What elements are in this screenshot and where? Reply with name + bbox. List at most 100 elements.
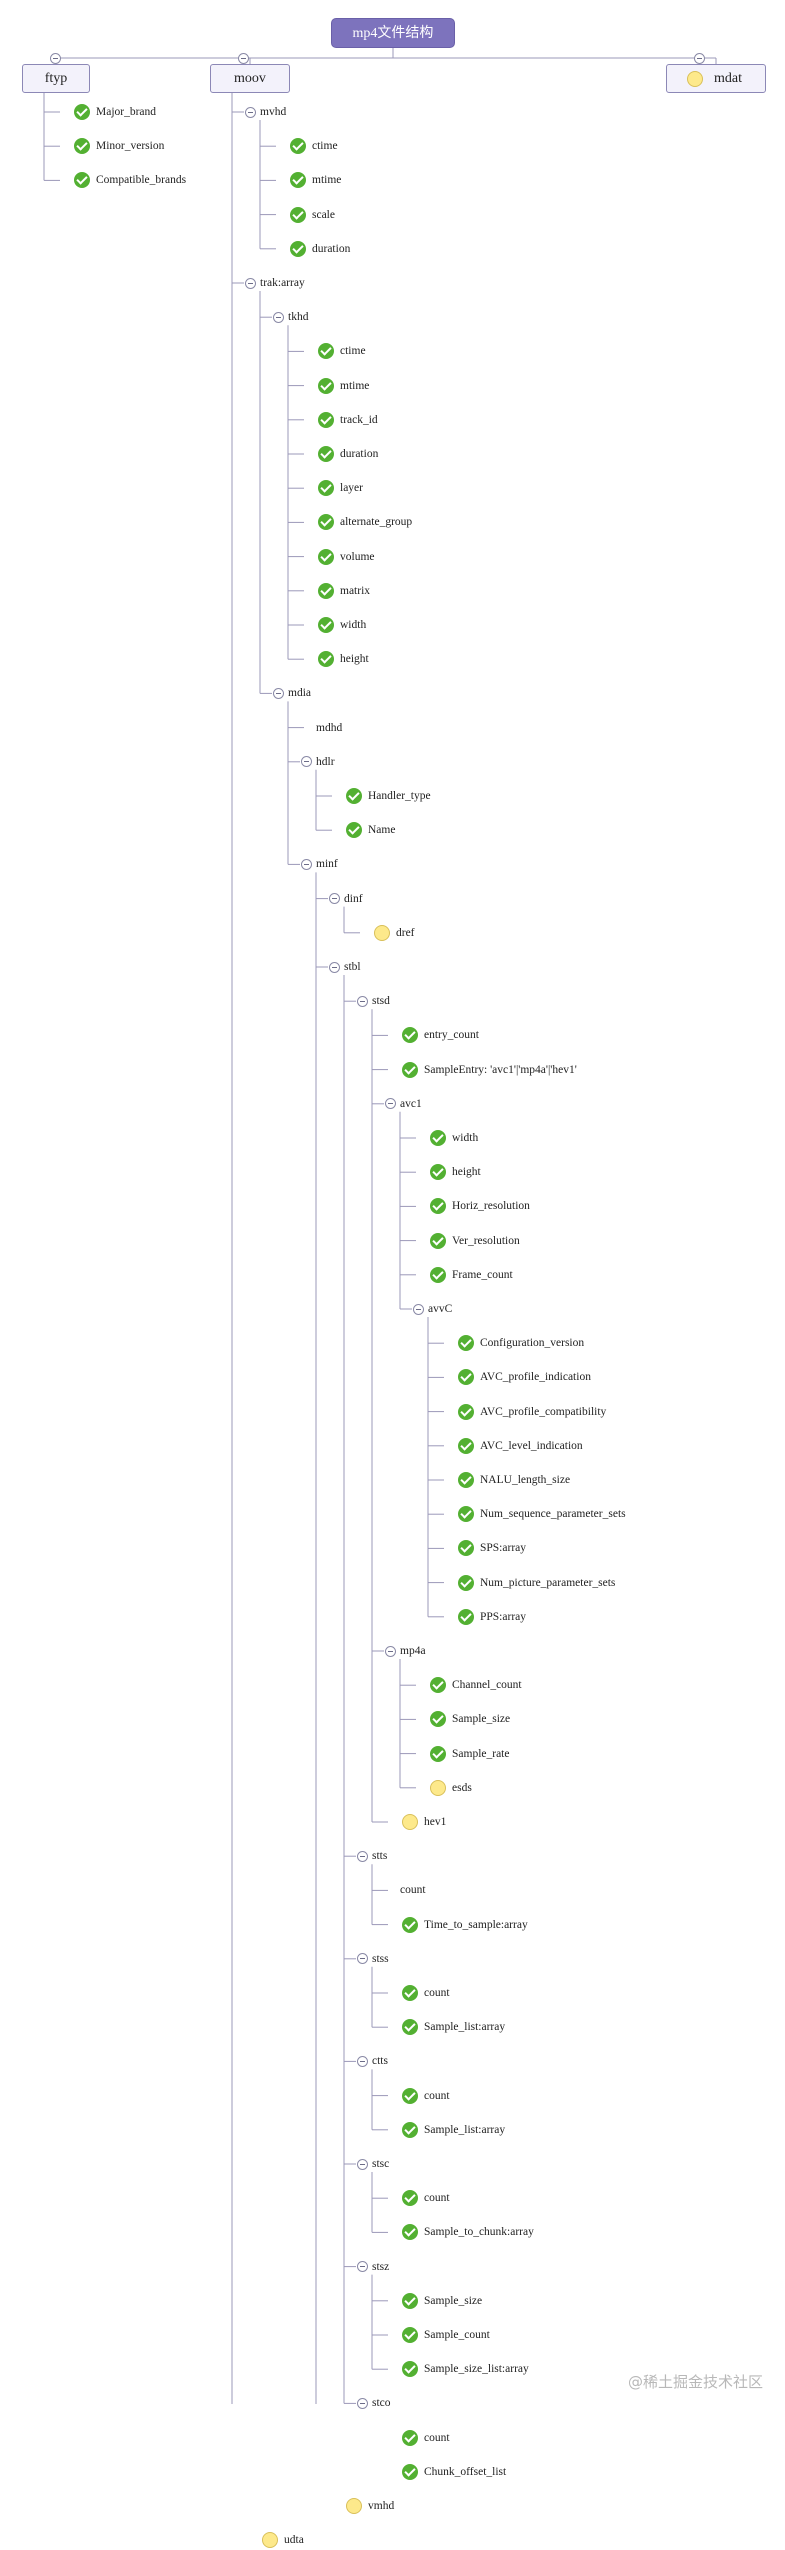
collapse-minus-icon[interactable] xyxy=(356,2261,368,2273)
node-minor-version[interactable]: Minor_version xyxy=(74,136,164,156)
node-ver-resolution[interactable]: Ver_resolution xyxy=(430,1231,520,1251)
node-avvc[interactable]: avvC xyxy=(428,1299,452,1319)
node-volume[interactable]: volume xyxy=(318,547,375,567)
node-ctime[interactable]: ctime xyxy=(290,136,338,156)
node-layer[interactable]: layer xyxy=(318,478,363,498)
collapse-minus-icon[interactable] xyxy=(693,52,705,64)
collapse-minus-icon[interactable] xyxy=(272,687,284,699)
collapse-minus-icon[interactable] xyxy=(412,1303,424,1315)
node-sample-count[interactable]: Sample_count xyxy=(402,2325,490,2345)
node-avc1[interactable]: avc1 xyxy=(400,1094,422,1114)
node-chunk-offset-list[interactable]: Chunk_offset_list xyxy=(402,2462,506,2482)
node-width[interactable]: width xyxy=(430,1128,478,1148)
top-node-mdat[interactable]: mdat xyxy=(666,64,766,93)
node-sample-rate[interactable]: Sample_rate xyxy=(430,1744,509,1764)
node-sample-to-chunk-array[interactable]: Sample_to_chunk:array xyxy=(402,2222,534,2242)
node-alternate-group[interactable]: alternate_group xyxy=(318,512,412,532)
collapse-minus-icon[interactable] xyxy=(356,2055,368,2067)
node-stco[interactable]: stco xyxy=(372,2393,391,2413)
node-sample-size[interactable]: Sample_size xyxy=(402,2291,482,2311)
node-ctime[interactable]: ctime xyxy=(318,341,366,361)
collapse-minus-icon[interactable] xyxy=(384,1645,396,1657)
node-ctts[interactable]: ctts xyxy=(372,2051,388,2071)
node-frame-count[interactable]: Frame_count xyxy=(430,1265,513,1285)
node-nalu-length-size[interactable]: NALU_length_size xyxy=(458,1470,570,1490)
collapse-minus-icon[interactable] xyxy=(244,106,256,118)
node-height[interactable]: height xyxy=(318,649,369,669)
collapse-minus-icon[interactable] xyxy=(300,858,312,870)
node-sample-list-array[interactable]: Sample_list:array xyxy=(402,2120,505,2140)
node-pps-array[interactable]: PPS:array xyxy=(458,1607,526,1627)
node-stss[interactable]: stss xyxy=(372,1949,389,1969)
node-height[interactable]: height xyxy=(430,1162,481,1182)
node-count[interactable]: count xyxy=(402,2188,450,2208)
collapse-minus-icon[interactable] xyxy=(300,756,312,768)
node-esds[interactable]: esds xyxy=(430,1778,472,1798)
node-vmhd[interactable]: vmhd xyxy=(346,2496,394,2516)
node-avc-level-indication[interactable]: AVC_level_indication xyxy=(458,1436,583,1456)
collapse-minus-icon[interactable] xyxy=(49,52,61,64)
node-tkhd[interactable]: tkhd xyxy=(288,307,308,327)
node-major-brand[interactable]: Major_brand xyxy=(74,102,156,122)
node-stsd[interactable]: stsd xyxy=(372,991,390,1011)
collapse-minus-icon[interactable] xyxy=(328,961,340,973)
node-count[interactable]: count xyxy=(402,2086,450,2106)
node-matrix[interactable]: matrix xyxy=(318,581,370,601)
node-sample-list-array[interactable]: Sample_list:array xyxy=(402,2017,505,2037)
node-mtime[interactable]: mtime xyxy=(318,376,369,396)
collapse-minus-icon[interactable] xyxy=(356,2397,368,2409)
node-avc-profile-indication[interactable]: AVC_profile_indication xyxy=(458,1367,591,1387)
node-duration[interactable]: duration xyxy=(318,444,378,464)
node-stbl[interactable]: stbl xyxy=(344,957,361,977)
node-compatible-brands[interactable]: Compatible_brands xyxy=(74,170,186,190)
collapse-minus-icon[interactable] xyxy=(356,995,368,1007)
node-mdhd[interactable]: mdhd xyxy=(316,718,342,738)
node-stts[interactable]: stts xyxy=(372,1846,387,1866)
node-udta[interactable]: udta xyxy=(262,2530,304,2550)
node-dinf[interactable]: dinf xyxy=(344,889,363,909)
node-avc-profile-compatibility[interactable]: AVC_profile_compatibility xyxy=(458,1402,606,1422)
node-mp4a[interactable]: mp4a xyxy=(400,1641,426,1661)
node-time-to-sample-array[interactable]: Time_to_sample:array xyxy=(402,1915,528,1935)
node-sample-size-list-array[interactable]: Sample_size_list:array xyxy=(402,2359,529,2379)
node-mdia[interactable]: mdia xyxy=(288,683,311,703)
node-stsc[interactable]: stsc xyxy=(372,2154,389,2174)
node-duration[interactable]: duration xyxy=(290,239,350,259)
node-name[interactable]: Name xyxy=(346,820,395,840)
top-node-moov[interactable]: moov xyxy=(210,64,290,93)
node-sps-array[interactable]: SPS:array xyxy=(458,1538,526,1558)
node-channel-count[interactable]: Channel_count xyxy=(430,1675,522,1695)
collapse-minus-icon[interactable] xyxy=(328,893,340,905)
node-minf[interactable]: minf xyxy=(316,854,338,874)
collapse-minus-icon[interactable] xyxy=(237,52,249,64)
node-count[interactable]: count xyxy=(402,2428,450,2448)
root-node[interactable]: mp4文件结构 xyxy=(331,18,455,48)
node-mtime[interactable]: mtime xyxy=(290,170,341,190)
node-count[interactable]: count xyxy=(400,1880,426,1900)
node-hev1[interactable]: hev1 xyxy=(402,1812,446,1832)
collapse-minus-icon[interactable] xyxy=(244,277,256,289)
collapse-minus-icon[interactable] xyxy=(356,2158,368,2170)
node-count[interactable]: count xyxy=(402,1983,450,2003)
node-hdlr[interactable]: hdlr xyxy=(316,752,335,772)
collapse-minus-icon[interactable] xyxy=(272,311,284,323)
top-node-ftyp[interactable]: ftyp xyxy=(22,64,90,93)
node-mvhd[interactable]: mvhd xyxy=(260,102,286,122)
node-configuration-version[interactable]: Configuration_version xyxy=(458,1333,584,1353)
node-dref[interactable]: dref xyxy=(374,923,415,943)
collapse-minus-icon[interactable] xyxy=(356,1953,368,1965)
node-stsz[interactable]: stsz xyxy=(372,2257,389,2277)
node-horiz-resolution[interactable]: Horiz_resolution xyxy=(430,1196,530,1216)
node-num-sequence-parameter-sets[interactable]: Num_sequence_parameter_sets xyxy=(458,1504,626,1524)
node-track-id[interactable]: track_id xyxy=(318,410,378,430)
node-scale[interactable]: scale xyxy=(290,205,335,225)
node-handler-type[interactable]: Handler_type xyxy=(346,786,431,806)
node-sample-size[interactable]: Sample_size xyxy=(430,1709,510,1729)
collapse-minus-icon[interactable] xyxy=(356,1850,368,1862)
node-entry-count[interactable]: entry_count xyxy=(402,1025,479,1045)
node-width[interactable]: width xyxy=(318,615,366,635)
node-sampleentry-avc1-mp4a-hev1[interactable]: SampleEntry: 'avc1'|'mp4a'|'hev1' xyxy=(402,1060,577,1080)
node-num-picture-parameter-sets[interactable]: Num_picture_parameter_sets xyxy=(458,1573,615,1593)
collapse-minus-icon[interactable] xyxy=(384,1098,396,1110)
node-trak-array[interactable]: trak:array xyxy=(260,273,305,293)
